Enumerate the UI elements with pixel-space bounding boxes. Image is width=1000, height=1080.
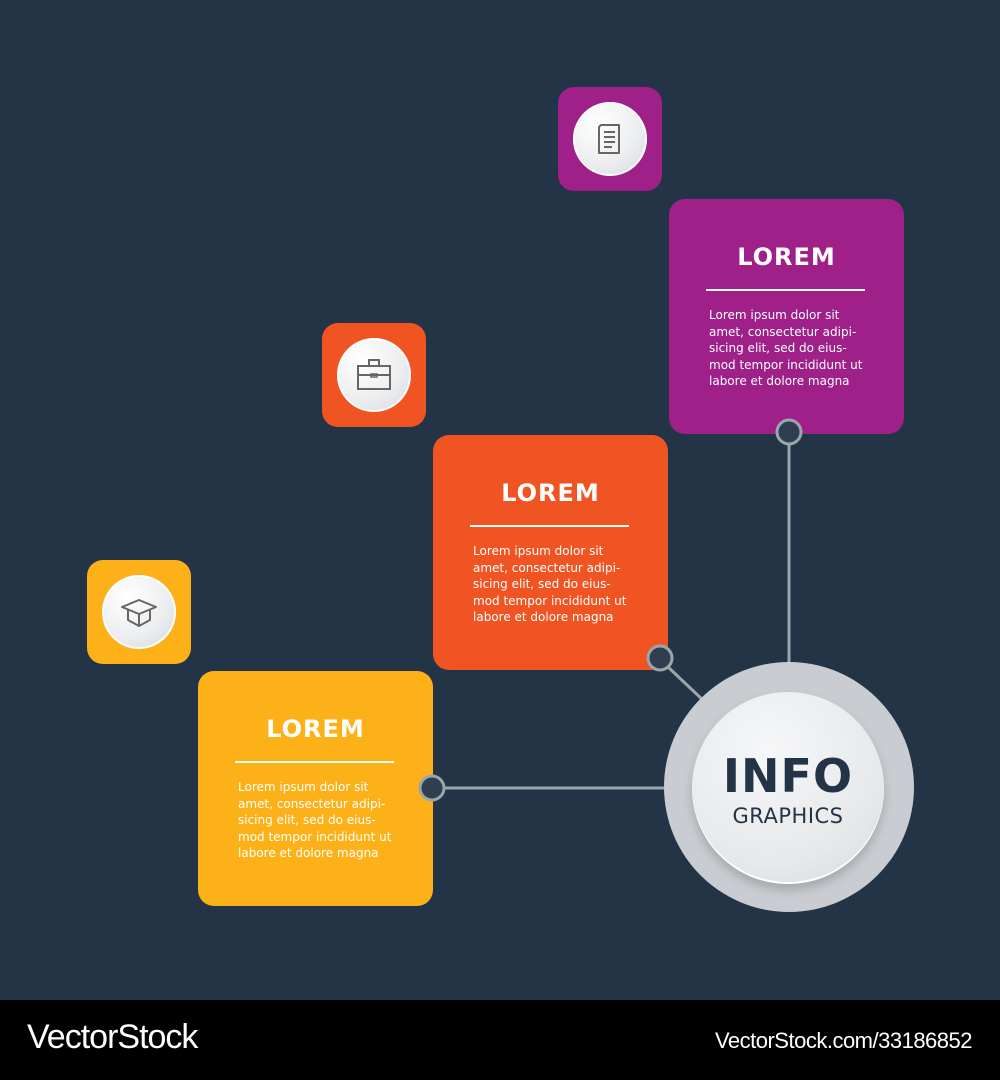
- icon-disc: [573, 102, 647, 176]
- document-icon: [598, 124, 620, 154]
- step-description: Lorem ipsum dolor sit amet, consectetur …: [473, 543, 648, 626]
- description-line: mod tempor incididunt ut: [709, 357, 863, 372]
- description-line: sicing elit, sed do eius-: [709, 341, 847, 355]
- title-divider: [470, 525, 629, 527]
- watermark-footer: VectorStock VectorStock.com/33186852: [0, 1000, 1000, 1080]
- description-line: mod tempor incididunt ut: [473, 593, 627, 608]
- graduation-cap-icon: [121, 599, 157, 627]
- image-url: VectorStock.com/33186852: [714, 1028, 973, 1053]
- briefcase-icon: [357, 359, 391, 390]
- step-description: Lorem ipsum dolor sit amet, consectetur …: [709, 307, 884, 390]
- hub-inner-disc: [692, 692, 884, 884]
- step-title: LOREM: [737, 243, 836, 271]
- description-line: amet, consectetur adipi-: [473, 560, 621, 575]
- purple-connector-node: [775, 418, 803, 446]
- description-line: amet, consectetur adipi-: [709, 324, 857, 339]
- description-line: amet, consectetur adipi-: [238, 796, 386, 811]
- title-divider: [706, 289, 865, 291]
- hub-title: INFO: [722, 749, 854, 803]
- orange-connector-line: [666, 665, 707, 704]
- description-line: Lorem ipsum dolor sit: [238, 780, 369, 794]
- connector-lines: [444, 444, 791, 790]
- description-line: labore et dolore magna: [238, 846, 379, 860]
- description-line: sicing elit, sed do eius-: [238, 813, 376, 827]
- description-line: sicing elit, sed do eius-: [473, 577, 611, 591]
- purple-step-card: LOREM Lorem ipsum dolor sit amet, consec…: [669, 199, 904, 434]
- description-line: Lorem ipsum dolor sit: [473, 544, 604, 558]
- brand-logo: VectorStock: [27, 1018, 198, 1056]
- description-line: Lorem ipsum dolor sit: [709, 308, 840, 322]
- yellow-icon-tile: [87, 560, 191, 664]
- purple-icon-tile: [558, 87, 662, 191]
- orange-icon-tile: [322, 323, 426, 427]
- connector-nodes: [418, 418, 803, 802]
- icon-disc: [102, 575, 176, 649]
- icon-disc: [337, 338, 411, 412]
- hub-subtitle: GRAPHICS: [732, 804, 844, 828]
- description-line: labore et dolore magna: [709, 374, 850, 388]
- description-line: labore et dolore magna: [473, 610, 614, 624]
- description-line: mod tempor incididunt ut: [238, 829, 392, 844]
- step-title: LOREM: [501, 479, 600, 507]
- yellow-step-card: LOREM Lorem ipsum dolor sit amet, consec…: [198, 671, 433, 906]
- step-title: LOREM: [266, 715, 365, 743]
- orange-step-card: LOREM Lorem ipsum dolor sit amet, consec…: [433, 435, 668, 670]
- orange-connector-node: [646, 644, 674, 672]
- title-divider: [235, 761, 394, 763]
- yellow-connector-node: [418, 774, 446, 802]
- step-description: Lorem ipsum dolor sit amet, consectetur …: [238, 779, 413, 862]
